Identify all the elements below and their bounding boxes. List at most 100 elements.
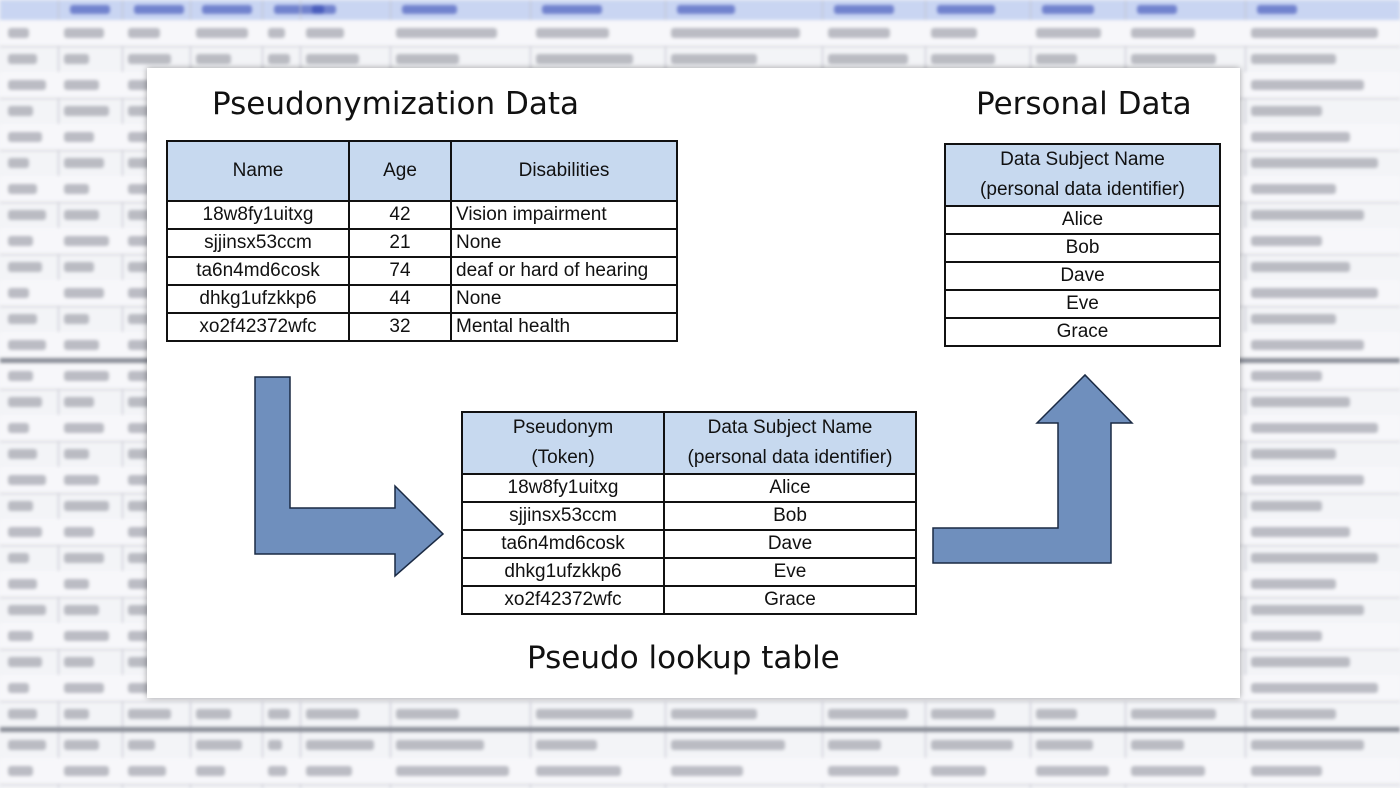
data-subject-name-cell: Bob (944, 233, 1221, 263)
background-cell (1251, 683, 1378, 693)
background-header-cell (1137, 5, 1177, 14)
personal-data-table: Data Subject Name (personal data identif… (944, 143, 1221, 347)
personal-data-title: Personal Data (976, 86, 1192, 122)
background-cell (306, 740, 374, 750)
background-cell (1251, 340, 1364, 350)
background-cell (64, 80, 99, 90)
background-column-line (122, 0, 123, 788)
background-column-line (58, 0, 59, 788)
background-cell (8, 449, 37, 459)
background-cell (196, 740, 242, 750)
age-cell: 74 (348, 256, 452, 286)
pseudonym-cell: xo2f42372wfc (461, 585, 665, 615)
background-cell (64, 397, 94, 407)
column-header-age: Age (348, 140, 452, 202)
background-cell (8, 184, 37, 194)
data-subject-name-cell: Eve (663, 557, 917, 587)
background-cell (268, 28, 285, 38)
name-cell: ta6n4md6cosk (166, 256, 350, 286)
background-cell (8, 709, 37, 719)
background-cell (64, 475, 99, 485)
background-cell (268, 766, 287, 776)
background-cell (8, 236, 33, 246)
background-cell (8, 423, 29, 433)
header-line: (personal data identifier) (687, 447, 893, 468)
age-cell: 21 (348, 228, 452, 258)
background-cell (128, 80, 155, 90)
background-cell (128, 740, 155, 750)
disability-cell: None (450, 228, 678, 258)
background-header-cell (312, 5, 336, 14)
background-cell (1251, 371, 1322, 381)
background-cell (536, 740, 597, 750)
background-cell (8, 397, 42, 407)
background-cell (671, 766, 743, 776)
background-cell (8, 579, 37, 589)
background-cell (1251, 475, 1364, 485)
column-header-data-subject-name: Data Subject Name (personal data identif… (663, 411, 917, 475)
background-cell (1251, 132, 1350, 142)
background-cell (64, 709, 89, 719)
background-cell (1251, 740, 1364, 750)
pseudonym-cell: sjjinsx53ccm (461, 501, 665, 531)
background-cell (1251, 314, 1336, 324)
background-cell (64, 158, 104, 168)
background-cell (828, 28, 890, 38)
background-cell (8, 605, 46, 615)
background-header-cell (834, 5, 894, 14)
background-cell (8, 553, 29, 563)
background-cell (64, 740, 99, 750)
background-cell (8, 288, 29, 298)
background-cell (8, 527, 42, 537)
background-cell (8, 80, 46, 90)
background-cell (268, 709, 290, 719)
background-cell (64, 553, 104, 563)
background-cell (64, 184, 89, 194)
background-cell (64, 236, 109, 246)
data-subject-name-cell: Grace (663, 585, 917, 615)
background-cell (1131, 28, 1195, 38)
background-cell (64, 527, 94, 537)
data-subject-name-cell: Dave (944, 261, 1221, 291)
background-cell (931, 740, 1013, 750)
disability-cell: deaf or hard of hearing (450, 256, 678, 286)
background-cell (536, 766, 621, 776)
column-header-pseudonym: Pseudonym (Token) (461, 411, 665, 475)
background-header-cell (937, 5, 995, 14)
background-cell (306, 28, 344, 38)
name-cell: dhkg1ufzkkp6 (166, 284, 350, 314)
background-cell (64, 262, 94, 272)
background-cell (828, 766, 899, 776)
background-cell (64, 423, 104, 433)
background-cell (396, 28, 497, 38)
name-cell: sjjinsx53ccm (166, 228, 350, 258)
lookup-title: Pseudo lookup table (527, 640, 840, 676)
data-subject-name-cell: Alice (663, 473, 917, 503)
background-cell (196, 766, 225, 776)
background-cell (1251, 553, 1378, 563)
background-cell (268, 740, 282, 750)
background-cell (1131, 709, 1216, 719)
background-row (0, 784, 1400, 788)
table-row: Dave (944, 261, 1221, 291)
background-cell (1036, 709, 1077, 719)
background-cell (931, 28, 977, 38)
column-header-disabilities: Disabilities (450, 140, 678, 202)
background-cell (1251, 106, 1322, 116)
table-row: Grace (944, 317, 1221, 347)
pseudonym-cell: 18w8fy1uitxg (461, 473, 665, 503)
background-cell (64, 314, 89, 324)
background-cell (1036, 28, 1101, 38)
background-cell (8, 683, 29, 693)
disability-cell: Vision impairment (450, 200, 678, 230)
background-cell (8, 501, 33, 511)
background-cell (306, 709, 359, 719)
background-cell (128, 683, 160, 693)
age-cell: 42 (348, 200, 452, 230)
